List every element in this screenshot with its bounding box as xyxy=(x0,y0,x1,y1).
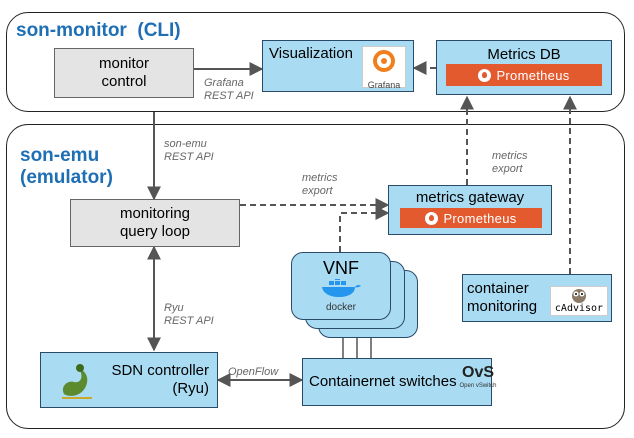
vnf-box-front[interactable]: VNF docker xyxy=(291,252,391,320)
arrow-vnf-to-gateway xyxy=(339,206,390,252)
containernet-switches-box[interactable]: Containernet switches xyxy=(302,358,492,406)
label-grafana-rest-api: Grafana REST API xyxy=(204,77,254,102)
son-emu-title-line2: (emulator) xyxy=(20,167,113,188)
ovs-sub-text: Open vSwitch xyxy=(459,383,497,389)
grafana-icon xyxy=(373,50,395,72)
cadvisor-logo: cAdvisor xyxy=(550,286,608,316)
ovs-text: OvS xyxy=(462,364,495,381)
visualization-label: Visualization xyxy=(269,45,353,62)
label-metrics-export-left: metrics export xyxy=(302,172,338,197)
label-metrics-export-right: metrics export xyxy=(492,150,528,175)
ryu-logo xyxy=(58,358,96,402)
prometheus-icon xyxy=(478,68,492,82)
vnf-label: VNF xyxy=(323,258,359,278)
son-monitor-title: son-monitor (CLI) xyxy=(16,20,181,41)
prometheus-logo-gateway: Prometheus xyxy=(400,208,542,228)
owl-icon xyxy=(572,289,586,303)
son-emu-title: son-emu (emulator) xyxy=(20,145,113,189)
docker-text: docker xyxy=(325,302,356,313)
prometheus-text-db: Prometheus xyxy=(496,67,570,83)
metrics-db-label: Metrics DB xyxy=(487,46,561,63)
grafana-logo: Grafana xyxy=(362,46,406,90)
label-ryu-rest-api: Ryu REST API xyxy=(164,302,214,327)
sdn-controller-label: SDN controller (Ryu) xyxy=(111,362,209,397)
grafana-text: Grafana xyxy=(367,80,401,90)
label-openflow: OpenFlow xyxy=(228,366,279,378)
prometheus-logo-db: Prometheus xyxy=(446,64,602,86)
monitor-control-box[interactable]: monitor control xyxy=(54,48,194,98)
ovs-logo: OvS Open vSwitch xyxy=(459,364,496,400)
containernet-switches-label: Containernet switches xyxy=(309,373,457,390)
metrics-gateway-label: metrics gateway xyxy=(415,189,525,206)
label-sonemu-rest-api: son-emu REST API xyxy=(164,138,214,163)
container-monitoring-label: container monitoring xyxy=(467,280,538,315)
prometheus-text-gateway: Prometheus xyxy=(443,210,517,226)
monitoring-query-loop-box[interactable]: monitoring query loop xyxy=(70,199,240,247)
prometheus-icon xyxy=(425,211,439,225)
monitor-control-label: monitor control xyxy=(98,55,150,90)
docker-whale-icon xyxy=(322,279,361,297)
monitoring-query-loop-label: monitoring query loop xyxy=(119,205,191,240)
ryu-dragon-icon xyxy=(62,364,92,399)
cadvisor-text: cAdvisor xyxy=(554,303,604,314)
son-emu-title-line1: son-emu xyxy=(20,145,100,166)
